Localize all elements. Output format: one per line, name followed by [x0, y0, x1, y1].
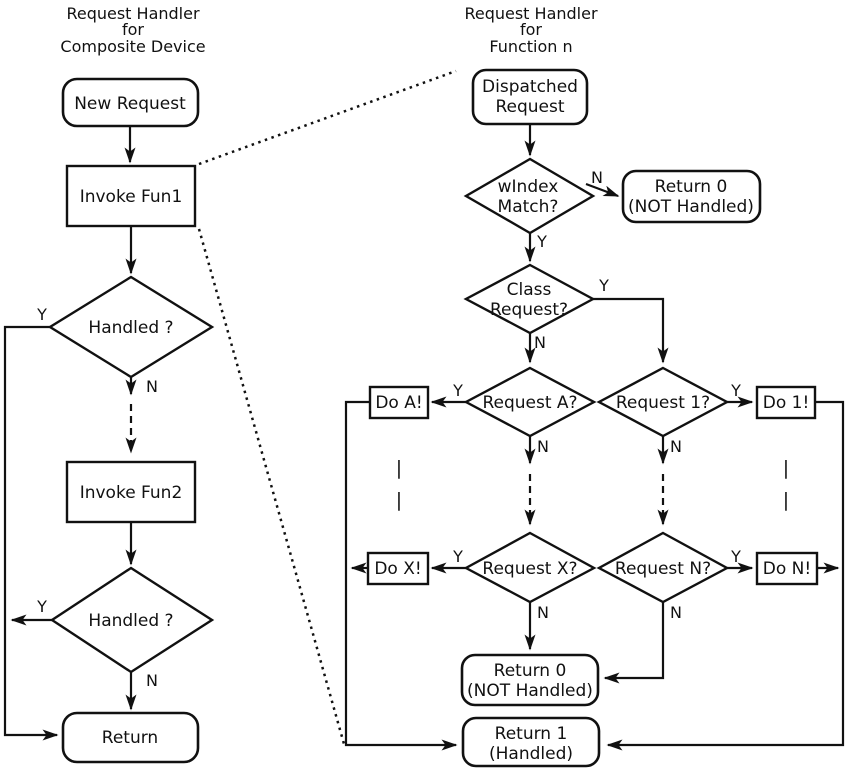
- request-n-no-label: N: [670, 603, 682, 622]
- zoom-connector-top: [198, 69, 457, 166]
- return0-bottom-node: [460, 653, 600, 707]
- left-chart-title-line3: Composite Device: [60, 37, 205, 56]
- return1-node: [461, 716, 601, 768]
- do-a-node: [368, 385, 430, 420]
- return0-bottom-label-line1: Return 0: [494, 661, 567, 681]
- class-no-label: N: [534, 333, 546, 352]
- request-x-label: Request X?: [482, 559, 577, 579]
- request-a-yes-label: Y: [452, 381, 463, 400]
- do-x-label: Do X!: [374, 559, 421, 579]
- edge-handled1-yes-to-return: [3, 325, 59, 741]
- return-node: [61, 711, 200, 764]
- left-chart-title-line2: for: [122, 20, 144, 39]
- invoke-fun1-node: [65, 164, 197, 228]
- handled1-yes-label: Y: [36, 305, 47, 324]
- ellipsis-bar-left-1: |: [396, 457, 402, 479]
- request-1-no-label: N: [670, 437, 682, 456]
- do-a-label: Do A!: [375, 393, 422, 413]
- left-flowchart: Request Handler for Composite Device New…: [3, 4, 215, 764]
- invoke-fun1-label: Invoke Fun1: [80, 187, 183, 207]
- ellipsis-bar-right-1: |: [783, 457, 789, 479]
- class-request-label-line1: Class: [507, 280, 552, 300]
- return0-bottom-label-line2: (NOT Handled): [467, 681, 593, 701]
- windex-yes-label: Y: [536, 232, 547, 251]
- zoom-connector-bottom: [197, 228, 346, 745]
- ellipsis-bar-left-2: |: [396, 489, 402, 511]
- right-chart-title-line1: Request Handler: [464, 4, 598, 23]
- request-a-no-label: N: [537, 437, 549, 456]
- return1-label-line1: Return 1: [495, 724, 568, 744]
- edge-windex-no-to-return0: [585, 182, 620, 198]
- dispatched-request-label-line1: Dispatched: [482, 77, 578, 97]
- dispatched-request-label-line2: Request: [495, 97, 564, 117]
- windex-match-label-line1: wIndex: [498, 177, 559, 197]
- windex-match-label-line2: Match?: [498, 197, 559, 217]
- edge-right-collector-to-return1: [606, 400, 845, 751]
- do-1-label: Do 1!: [763, 393, 810, 413]
- request-1-label: Request 1?: [616, 393, 710, 413]
- handled2-yes-label: Y: [36, 597, 47, 616]
- return-label: Return: [102, 728, 158, 748]
- handled1-label: Handled ?: [88, 318, 173, 338]
- return0-top-node: [621, 169, 762, 224]
- handled2-no-label: N: [146, 671, 158, 690]
- handled2-label: Handled ?: [88, 611, 173, 631]
- return0-top-label-line2: (NOT Handled): [628, 197, 754, 217]
- request-a-label: Request A?: [482, 393, 577, 413]
- ellipsis-bar-right-2: |: [783, 489, 789, 511]
- do-n-label: Do N!: [763, 559, 811, 579]
- invoke-fun2-label: Invoke Fun2: [80, 483, 183, 503]
- right-flowchart: Request Handler for Function n Dispatche…: [344, 4, 845, 768]
- class-yes-label: Y: [598, 276, 609, 295]
- edge-requestn-no-to-return0: [603, 602, 665, 684]
- class-request-label-line2: Request?: [490, 300, 568, 320]
- request-x-no-label: N: [537, 603, 549, 622]
- return1-label-line2: (Handled): [489, 744, 573, 764]
- request-x-yes-label: Y: [452, 547, 463, 566]
- right-chart-title-line3: Function n: [489, 37, 572, 56]
- new-request-label: New Request: [74, 94, 186, 114]
- right-chart-title-line2: for: [520, 20, 542, 39]
- return0-top-label-line1: Return 0: [655, 177, 728, 197]
- request-n-yes-label: Y: [730, 547, 741, 566]
- left-chart-title-line1: Request Handler: [66, 4, 200, 23]
- request-n-label: Request N?: [615, 559, 711, 579]
- edge-class-yes-to-request1: [593, 297, 669, 364]
- do-1-node: [755, 385, 817, 420]
- edge-left-collector-to-return1: [344, 400, 458, 751]
- windex-no-label: N: [591, 168, 603, 187]
- request-1-yes-label: Y: [730, 381, 741, 400]
- handled1-no-label: N: [146, 377, 158, 396]
